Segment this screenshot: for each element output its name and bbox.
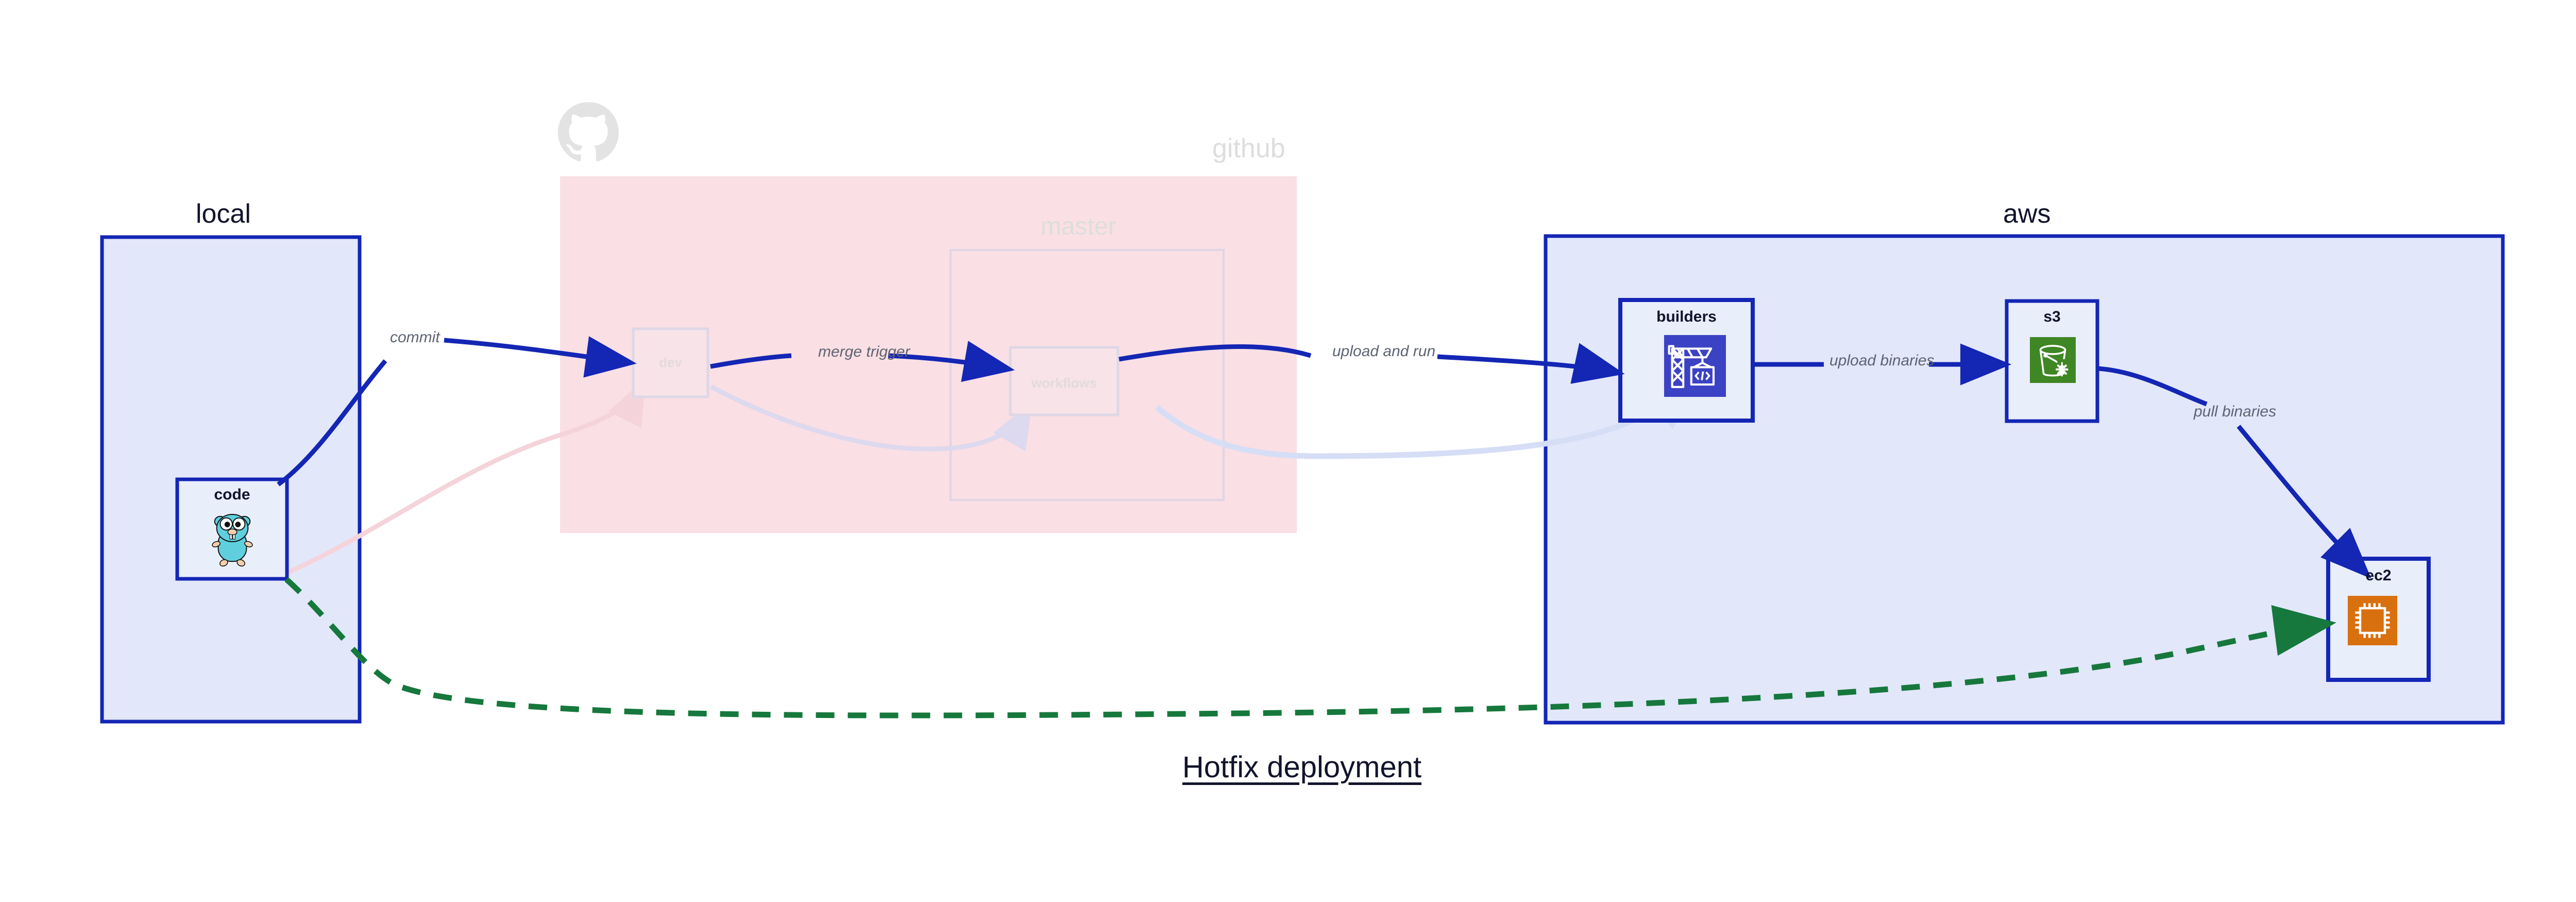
github-octocat-glyph	[558, 102, 619, 162]
go-gopher-glyph	[212, 513, 253, 567]
ghost-edge-dev-workflows	[709, 385, 1032, 452]
edge-pull-binaries-seg1	[2097, 366, 2208, 407]
edge-upload-and-run-seg1	[1118, 344, 1312, 362]
crane-code-icon	[1664, 335, 1726, 397]
group-label-aws: aws	[2003, 199, 2051, 229]
group-master-box	[950, 249, 1225, 501]
node-title-workflows: workflows	[1031, 375, 1097, 391]
edge-label-pull-binaries: pull binaries	[2194, 403, 2277, 420]
edge-label-commit: commit	[390, 329, 440, 346]
edge-upload-and-run-seg2	[1437, 343, 1625, 384]
node-title-ec2: ec2	[2365, 567, 2392, 584]
ghost-edge-code-dev	[287, 378, 646, 575]
group-label-github: github	[1212, 133, 1285, 163]
node-dev-box[interactable]	[632, 327, 709, 398]
edge-commit-seg1	[277, 359, 387, 487]
group-label-local: local	[196, 199, 251, 229]
cpu-chip-icon	[2348, 596, 2397, 645]
cpu-chip-glyph	[2348, 596, 2397, 645]
edge-commit-seg2	[444, 336, 637, 378]
node-title-s3: s3	[2043, 308, 2061, 325]
node-title-builders: builders	[1656, 308, 1717, 325]
edge-merge-trigger-seg1	[710, 353, 792, 369]
edge-merge-trigger-seg2	[888, 341, 1015, 382]
diagram-title: Hotfix deployment	[1182, 750, 1422, 784]
node-title-dev: dev	[659, 355, 682, 370]
group-label-master: master	[1041, 213, 1116, 240]
github-octocat-icon	[558, 102, 619, 163]
edge-hotfix-direct	[284, 577, 2336, 719]
edge-label-merge-trigger: merge trigger	[818, 343, 910, 360]
bucket-snowflake-icon	[2030, 337, 2076, 383]
edge-label-upload-binaries: upload binaries	[1829, 352, 1935, 369]
node-title-code: code	[214, 486, 250, 503]
bucket-snowflake-glyph	[2030, 337, 2076, 383]
edge-label-upload-and-run: upload and run	[1332, 343, 1436, 360]
edge-pull-binaries-seg2	[2236, 425, 2371, 579]
node-workflows-box[interactable]	[1009, 346, 1120, 416]
crane-code-glyph	[1664, 335, 1726, 397]
go-gopher-icon	[207, 508, 258, 570]
